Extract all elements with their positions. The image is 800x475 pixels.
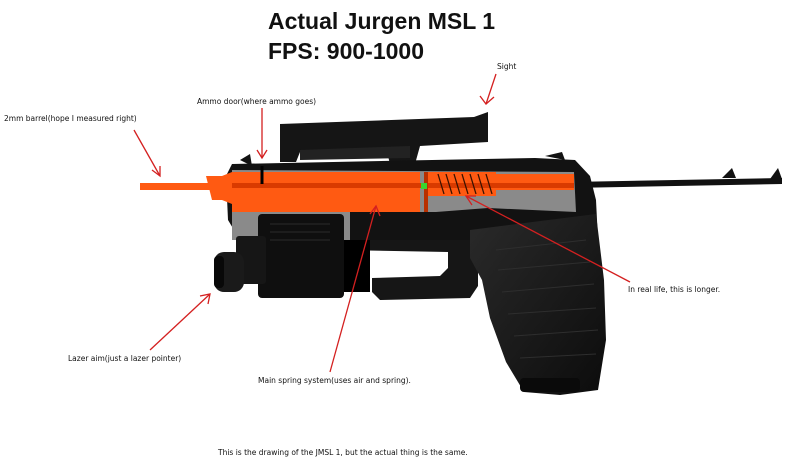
chamber-divider	[424, 172, 428, 212]
caption: This is the drawing of the JMSL 1, but t…	[218, 448, 468, 457]
green-dot	[421, 183, 427, 189]
front-rod	[570, 168, 782, 188]
pistol-grip	[470, 214, 606, 395]
magazine-base	[520, 378, 580, 392]
muzzle-cap	[206, 172, 232, 204]
label-spring-system: Main spring system(uses air and spring).	[258, 376, 411, 385]
label-real-life: In real life, this is longer.	[628, 285, 720, 294]
label-ammo-door: Ammo door(where ammo goes)	[197, 97, 316, 106]
barrel-chamber	[232, 172, 420, 212]
label-sight: Sight	[497, 62, 516, 71]
pistol-frame	[340, 240, 478, 300]
barrel-bore	[232, 183, 574, 188]
label-lazer-aim: Lazer aim(just a lazer pointer)	[68, 354, 181, 363]
label-barrel: 2mm barrel(hope I measured right)	[4, 114, 137, 123]
